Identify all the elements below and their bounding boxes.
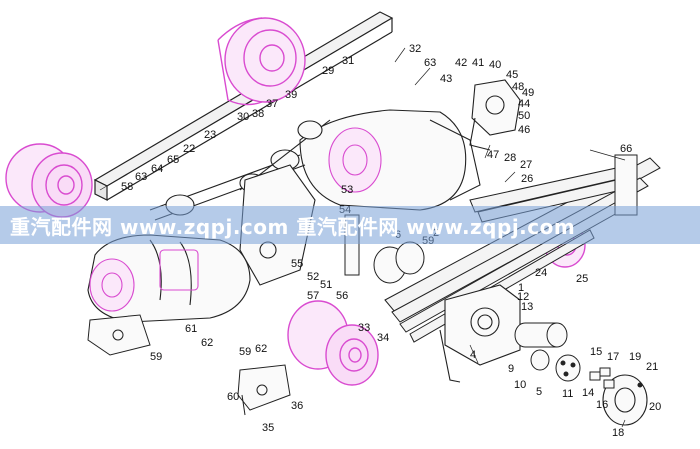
leader-lines	[394, 47, 626, 428]
callout-labels: 1 2 4 5 6 9 10 11 12 13 14 15 16 17 18 1…	[121, 43, 661, 439]
watermark-band	[0, 206, 700, 244]
callout-30: 30	[237, 111, 249, 123]
callout-42: 42	[455, 57, 467, 69]
callout-45: 45	[506, 69, 518, 81]
rear-axle-housing	[299, 109, 481, 211]
callout-29: 29	[322, 65, 334, 77]
callout-28: 28	[504, 152, 516, 164]
spring-seat	[439, 284, 521, 383]
callout-60: 60	[227, 391, 239, 403]
callout-58: 58	[121, 181, 133, 193]
callout-40: 40	[489, 59, 501, 71]
bracket-assembly	[469, 79, 521, 151]
callout-23: 23	[204, 129, 216, 141]
callout-15: 15	[590, 346, 602, 358]
mount-bracket-left	[87, 314, 151, 356]
callout-51: 51	[320, 279, 332, 291]
callout-4: 4	[470, 349, 476, 361]
callout-18: 18	[612, 427, 624, 439]
callout-59: 59	[150, 351, 162, 363]
callout-48: 48	[512, 81, 524, 93]
callout-16: 16	[596, 399, 608, 411]
callout-62b: 62	[255, 343, 267, 355]
wheel-hub-top	[217, 17, 306, 106]
callout-39: 39	[285, 89, 297, 101]
callout-62: 62	[201, 337, 213, 349]
callout-14: 14	[582, 387, 594, 399]
callout-57: 57	[307, 290, 319, 302]
callout-19: 19	[629, 351, 641, 363]
callout-52: 52	[307, 271, 319, 283]
wheel-hub-left	[5, 143, 93, 218]
callout-36: 36	[291, 400, 303, 412]
callout-47: 47	[487, 149, 499, 161]
callout-63b: 63	[424, 57, 436, 69]
callout-1: 1	[518, 282, 524, 294]
callout-37: 37	[266, 98, 278, 110]
callout-35: 35	[262, 422, 274, 434]
front-axle-housing	[87, 234, 251, 323]
callout-21: 21	[646, 361, 658, 373]
callout-61: 61	[185, 323, 197, 335]
callout-12: 12	[517, 291, 529, 303]
callout-31: 31	[342, 55, 354, 67]
callout-24: 24	[535, 267, 547, 279]
callout-46: 46	[518, 124, 530, 136]
callout-27: 27	[520, 159, 532, 171]
callout-32: 32	[409, 43, 421, 55]
callout-64: 64	[151, 163, 163, 175]
callout-53: 53	[341, 184, 353, 196]
callout-43: 43	[440, 73, 452, 85]
callout-26: 26	[521, 173, 533, 185]
callout-50: 50	[518, 110, 530, 122]
callout-38: 38	[252, 108, 264, 120]
callout-33: 33	[358, 322, 370, 334]
callout-22: 22	[183, 143, 195, 155]
callout-63: 63	[135, 171, 147, 183]
callout-5: 5	[536, 386, 542, 398]
callout-25: 25	[576, 273, 588, 285]
bushing-set	[514, 322, 581, 382]
callout-44: 44	[518, 98, 530, 110]
callout-59b: 59	[239, 346, 251, 358]
mount-bracket-bottom	[237, 364, 291, 416]
callout-13: 13	[521, 301, 533, 313]
callout-49: 49	[522, 87, 534, 99]
callout-55: 55	[291, 258, 303, 270]
callout-20: 20	[649, 401, 661, 413]
callout-34: 34	[377, 332, 389, 344]
callout-17: 17	[607, 351, 619, 363]
callout-41: 41	[472, 57, 484, 69]
fasteners	[589, 367, 615, 389]
watermark-text: 重汽配件网 www.zqpj.com 重汽配件网 www.zqpj.com	[10, 215, 576, 239]
callout-11: 11	[562, 388, 573, 400]
callout-56: 56	[336, 290, 348, 302]
callout-65: 65	[167, 154, 179, 166]
callout-9: 9	[508, 363, 514, 375]
callout-66: 66	[620, 143, 632, 155]
wheel-hub-bottom	[287, 300, 379, 386]
callout-10: 10	[514, 379, 526, 391]
